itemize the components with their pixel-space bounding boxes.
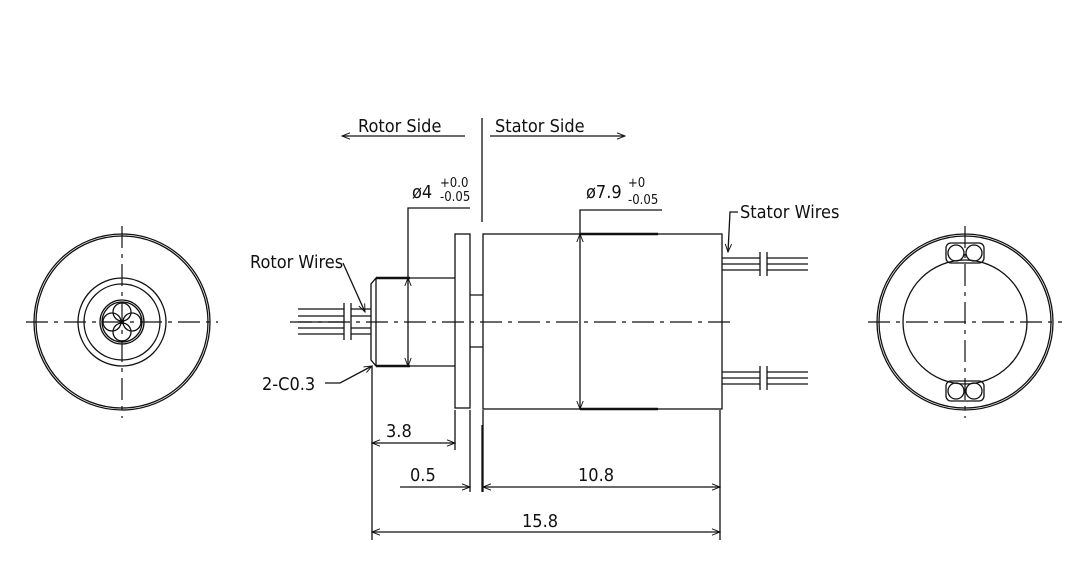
rotor-wires-label: Rotor Wires [250,252,343,273]
stator-end-view [868,226,1062,418]
side-view [290,118,808,540]
body-diameter-dim: ø7.9 +0 -0.05 [586,176,658,208]
shaft-length-dim: 3.8 [386,421,412,442]
rotor-side-label: Rotor Side [358,116,441,137]
shaft-diameter-dim: ø4 +0.0 -0.05 [412,176,470,205]
body-diameter-lower-tol: -0.05 [628,193,658,208]
chamfer-label: 2-C0.3 [262,374,315,395]
total-length-dim: 15.8 [522,511,558,532]
body-length-dim: 10.8 [578,465,614,486]
body-diameter-value: ø7.9 [586,182,622,203]
flange-gap-dim: 0.5 [410,465,436,486]
stator-wires-label: Stator Wires [740,202,839,223]
shaft-diameter-upper-tol: +0.0 [440,176,468,191]
shaft-diameter-value: ø4 [412,182,432,203]
shaft-diameter-lower-tol: -0.05 [440,190,470,205]
stator-side-label: Stator Side [495,116,585,137]
rotor-end-view [26,226,218,418]
body-diameter-upper-tol: +0 [628,176,645,191]
